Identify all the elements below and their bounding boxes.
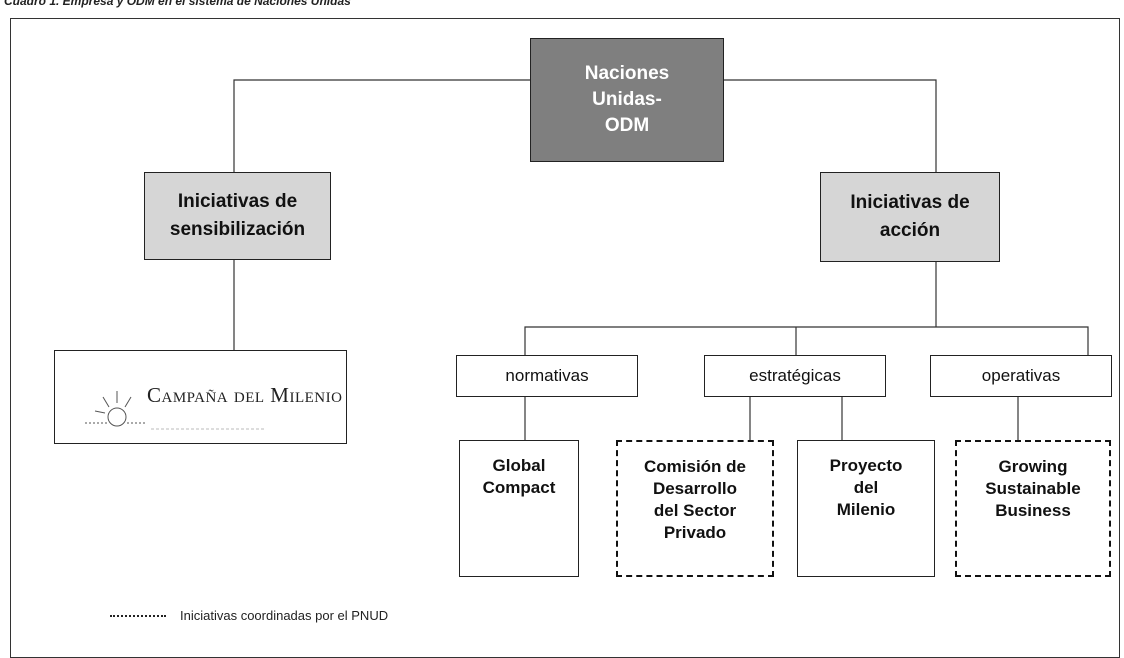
leaf-growing-sustainable: Growing Sustainable Business xyxy=(955,440,1111,577)
connector-lines xyxy=(233,79,1089,440)
category-operativas: operativas xyxy=(930,355,1112,397)
category-normativas: normativas xyxy=(456,355,638,397)
milenio-emblem-icon xyxy=(85,391,265,430)
figure-caption: Cuadro 1. Empresa y ODM en el sistema de… xyxy=(4,0,351,8)
branch-sensibilizacion: Iniciativas de sensibilización xyxy=(144,172,331,260)
leaf-global-compact: Global Compact xyxy=(459,440,579,577)
root-node-naciones-unidas: Naciones Unidas- ODM xyxy=(530,38,724,162)
leaf-comision-desarrollo: Comisión de Desarrollo del Sector Privad… xyxy=(616,440,774,577)
branch-accion: Iniciativas de acción xyxy=(820,172,1000,262)
logo-text: Campaña del Milenio xyxy=(147,383,343,407)
legend-dotted-line xyxy=(110,614,166,617)
legend-label: Iniciativas coordinadas por el PNUD xyxy=(180,608,389,623)
category-estrategicas: estratégicas xyxy=(704,355,886,397)
campana-milenio-logo: Campaña del Milenio xyxy=(54,350,347,444)
legend: Iniciativas coordinadas por el PNUD xyxy=(110,608,388,623)
leaf-proyecto-milenio: Proyecto del Milenio xyxy=(797,440,935,577)
